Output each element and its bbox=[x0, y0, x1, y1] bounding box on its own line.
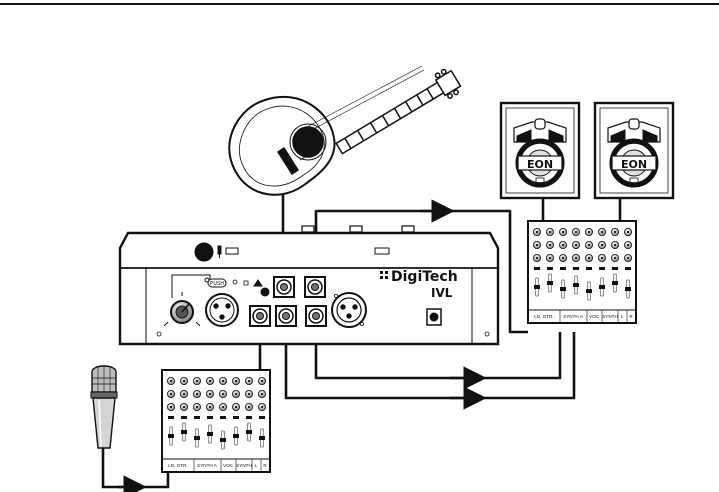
channel-label: VOC bbox=[589, 314, 600, 319]
digitech-logo: DigiTech IVL bbox=[380, 269, 458, 300]
speaker-icon: EON bbox=[593, 101, 675, 200]
power-jack[interactable] bbox=[426, 308, 442, 326]
model-name: IVL bbox=[431, 286, 453, 300]
quarter-inch-jack-icon[interactable] bbox=[273, 276, 295, 298]
channel-label: VOC bbox=[223, 463, 234, 468]
signal-arrows bbox=[118, 199, 487, 492]
quarter-inch-jack-icon[interactable] bbox=[249, 305, 271, 327]
xlr-jack-icon[interactable] bbox=[205, 293, 239, 327]
brand-name: DigiTech bbox=[391, 269, 458, 285]
mixer-icon: LD. GTR. SYNTH A VOC SYNTH L R bbox=[161, 369, 271, 473]
channel-label: SYNTH bbox=[602, 314, 618, 319]
push-label: PUSH bbox=[210, 281, 224, 287]
acoustic-guitar-icon bbox=[228, 65, 462, 196]
quarter-inch-jack-icon[interactable] bbox=[304, 276, 326, 298]
channel-label: SYNTH A bbox=[563, 314, 584, 319]
microphone-icon bbox=[90, 365, 118, 449]
channel-label: LD. GTR. bbox=[168, 463, 187, 468]
gain-knob[interactable] bbox=[170, 300, 194, 324]
channel-label: L bbox=[621, 314, 624, 319]
speaker-icon: EON bbox=[499, 101, 581, 200]
quarter-inch-jack-icon[interactable] bbox=[305, 305, 327, 327]
quarter-inch-jack-icon[interactable] bbox=[275, 305, 297, 327]
channel-label: R bbox=[263, 463, 267, 468]
channel-label: LD. GTR. bbox=[534, 314, 553, 319]
channel-label: L bbox=[255, 463, 258, 468]
mic-button[interactable] bbox=[194, 242, 214, 262]
speaker-badge: EON bbox=[527, 158, 553, 171]
channel-label: SYNTH bbox=[236, 463, 252, 468]
mixer-icon: LD. GTR. SYNTH A VOC SYNTH L R bbox=[527, 220, 637, 324]
channel-label: R bbox=[629, 314, 633, 319]
channel-label: SYNTH A bbox=[197, 463, 218, 468]
microphone-icon bbox=[217, 245, 222, 258]
vocal-processor-unit: PUSH bbox=[118, 225, 500, 346]
speaker-badge: EON bbox=[621, 158, 647, 171]
xlr-jack-icon[interactable] bbox=[331, 292, 367, 328]
